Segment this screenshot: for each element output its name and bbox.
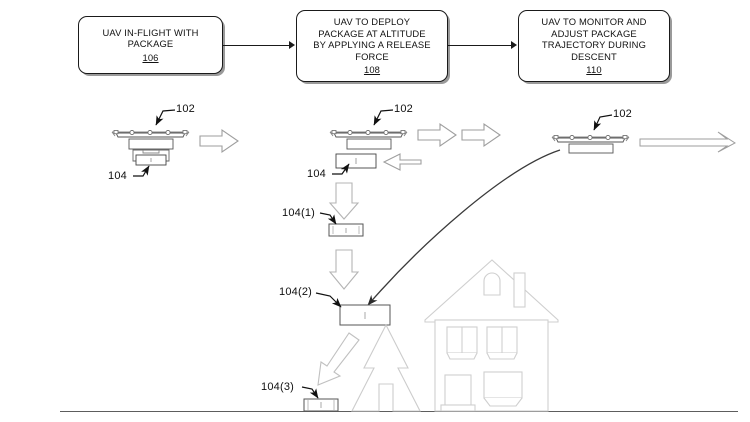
descent-trajectory-curve <box>367 149 561 306</box>
house <box>424 259 559 412</box>
label-102-right: 102 <box>613 108 632 120</box>
label-104-left: 104 <box>108 170 127 182</box>
flow-box-108-text: UAV TO DEPLOY PACKAGE AT ALTITUDE BY APP… <box>313 16 431 63</box>
connector-108-110 <box>448 45 511 46</box>
flow-box-110-ref: 110 <box>586 64 602 76</box>
label-104-3: 104(3) <box>261 381 294 393</box>
leader-104-2 <box>315 292 342 308</box>
leader-102-left <box>155 109 176 126</box>
uav-left <box>111 129 190 166</box>
package-104-2 <box>339 304 391 326</box>
connector-106-108-arrowhead <box>289 40 295 49</box>
arrow-release <box>382 153 422 171</box>
package-104-3 <box>303 398 339 412</box>
leader-102-middle <box>373 109 394 126</box>
arrow-forward-3 <box>461 122 501 148</box>
label-104-2: 104(2) <box>279 286 312 298</box>
connector-108-110-arrowhead <box>511 40 517 49</box>
connector-106-108 <box>223 45 289 46</box>
arrow-uav-right <box>639 131 736 153</box>
tree <box>351 323 421 412</box>
leader-104-middle <box>332 163 350 175</box>
flow-box-108-ref: 108 <box>363 64 381 76</box>
leader-102-right <box>593 114 613 131</box>
arrow-forward-1 <box>199 128 239 154</box>
ground-line <box>60 411 738 412</box>
leader-104-1 <box>319 212 337 225</box>
arrow-fall-2 <box>328 249 360 290</box>
label-104-middle: 104 <box>307 168 326 180</box>
arrow-fall-3 <box>317 332 360 386</box>
label-104-1: 104(1) <box>282 207 315 219</box>
uav-middle <box>329 129 408 169</box>
flow-box-106-ref: 106 <box>142 51 159 63</box>
flow-box-110: UAV TO MONITOR AND ADJUST PACKAGE TRAJEC… <box>518 10 670 82</box>
arrow-forward-2 <box>417 122 457 148</box>
flow-box-108: UAV TO DEPLOY PACKAGE AT ALTITUDE BY APP… <box>296 10 448 82</box>
leader-104-left <box>133 165 150 177</box>
label-102-left: 102 <box>176 103 195 115</box>
flow-box-110-text: UAV TO MONITOR AND ADJUST PACKAGE TRAJEC… <box>541 16 647 63</box>
label-102-middle: 102 <box>394 103 413 115</box>
package-104-1 <box>328 223 364 237</box>
leader-104-3 <box>301 386 319 399</box>
flow-box-106-text: UAV IN-FLIGHT WITH PACKAGE <box>102 26 199 50</box>
flow-box-106: UAV IN-FLIGHT WITH PACKAGE 106 <box>78 16 223 74</box>
arrow-fall-1 <box>328 182 360 220</box>
uav-right <box>551 134 630 154</box>
